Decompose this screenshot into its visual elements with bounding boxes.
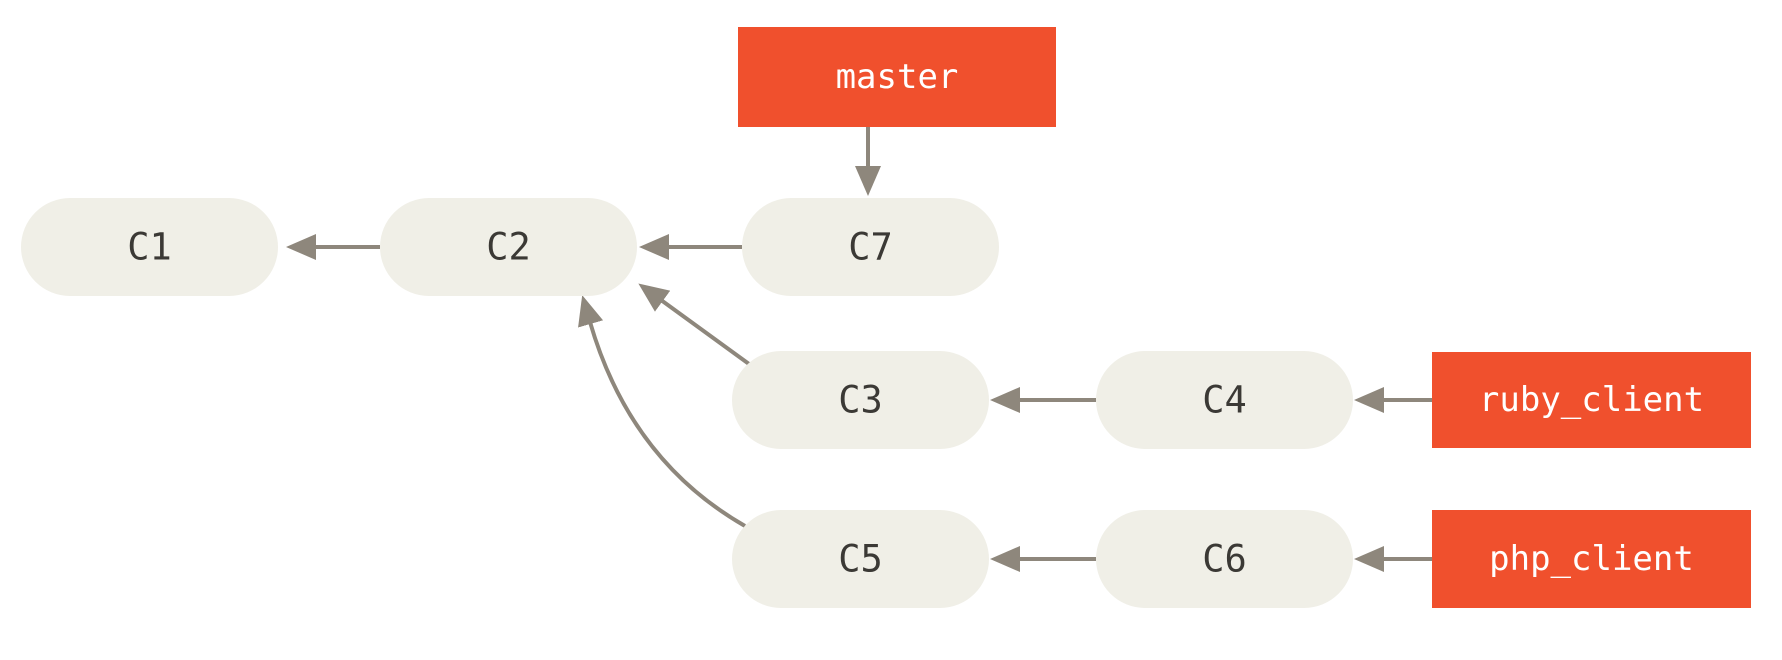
commit-node-c3: C3: [732, 351, 989, 449]
commit-node-c5: C5: [732, 510, 989, 608]
branch-label-php_client: php_client: [1489, 539, 1694, 579]
commit-node-c7: C7: [742, 198, 999, 296]
edge-arrow-c3-to-c2: [638, 283, 762, 374]
branch-box-ruby_client: [1432, 352, 1751, 448]
commit-pill-c4: [1096, 351, 1353, 449]
commit-label-c3: C3: [838, 379, 883, 422]
commit-pill-c7: [742, 198, 999, 296]
commit-pill-c1: [21, 198, 278, 296]
commit-label-c7: C7: [848, 226, 893, 269]
commit-label-c1: C1: [127, 226, 172, 269]
commit-label-c2: C2: [486, 226, 531, 269]
branch-label-master: master: [836, 57, 959, 97]
branch-pointer-master: master: [738, 27, 1056, 127]
branch-label-ruby_client: ruby_client: [1479, 380, 1704, 420]
commit-node-c6: C6: [1096, 510, 1353, 608]
commit-label-c6: C6: [1202, 538, 1247, 581]
branch-pointer-php_client: php_client: [1432, 510, 1751, 608]
commit-node-c1: C1: [21, 198, 278, 296]
branch-box-php_client: [1432, 510, 1751, 608]
branch-box-master: [738, 27, 1056, 127]
commit-pill-c3: [732, 351, 989, 449]
commit-pill-c5: [732, 510, 989, 608]
commit-label-c5: C5: [838, 538, 883, 581]
edge-arrow-c5-to-c2: [578, 295, 746, 528]
commit-pill-c2: [380, 198, 637, 296]
commit-node-c4: C4: [1096, 351, 1353, 449]
commit-label-c4: C4: [1202, 379, 1247, 422]
commit-pill-c6: [1096, 510, 1353, 608]
branch-pointer-ruby_client: ruby_client: [1432, 352, 1751, 448]
commit-node-c2: C2: [380, 198, 637, 296]
